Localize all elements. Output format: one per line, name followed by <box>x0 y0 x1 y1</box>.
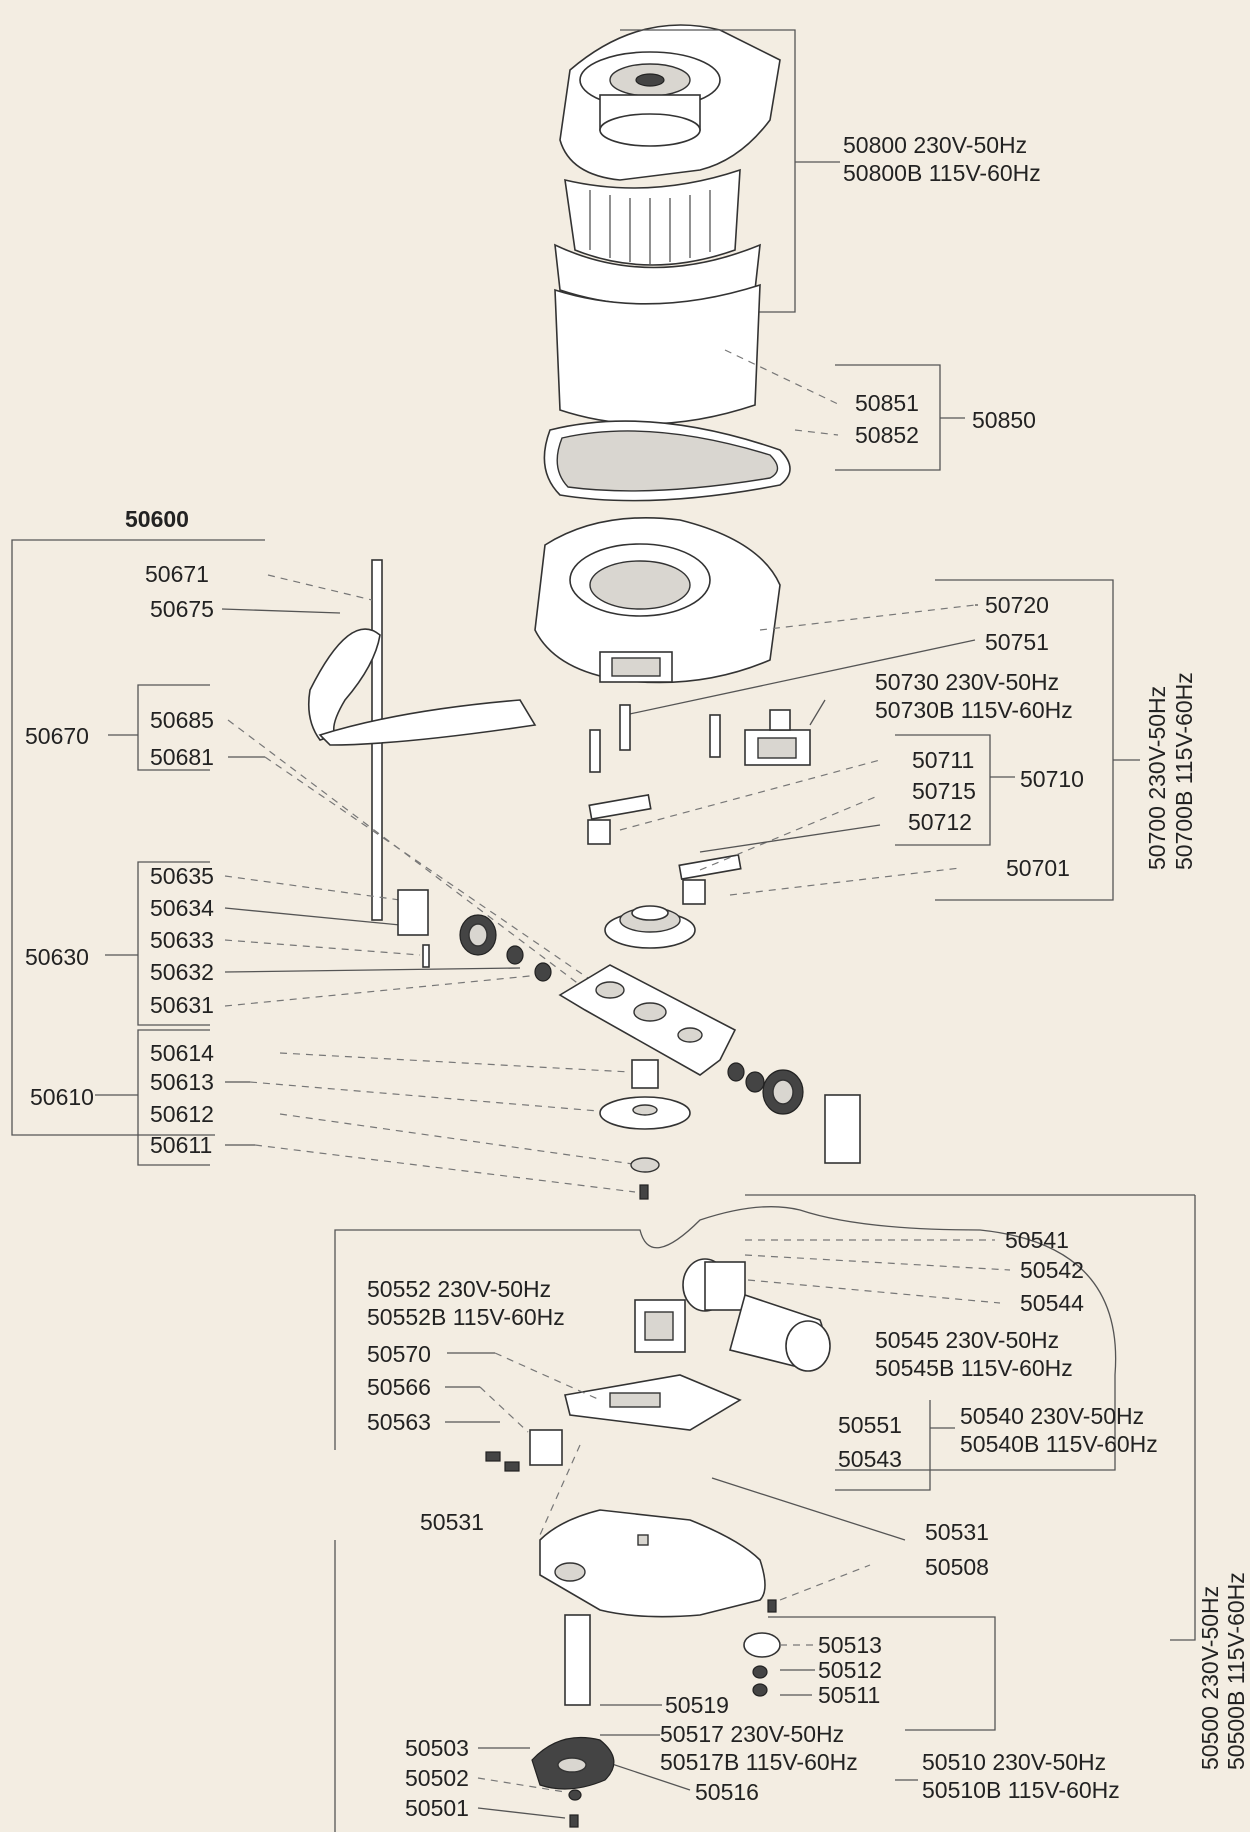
label-50611: 50611 <box>150 1132 212 1158</box>
label-50517b: 50517B 115V-60Hz <box>660 1749 858 1775</box>
label-50634: 50634 <box>150 895 214 921</box>
label-50685: 50685 <box>150 707 214 733</box>
label-50552: 50552 230V-50Hz <box>367 1276 551 1302</box>
label-50501: 50501 <box>405 1795 469 1821</box>
label-50510b: 50510B 115V-60Hz <box>922 1777 1120 1803</box>
label-50751: 50751 <box>985 629 1049 655</box>
label-50542: 50542 <box>1020 1257 1084 1283</box>
label-50531b: 50531 <box>925 1519 989 1545</box>
label-50632: 50632 <box>150 959 214 985</box>
label-50851: 50851 <box>855 390 919 416</box>
label-50700: 50700 230V-50Hz <box>1144 686 1170 870</box>
motor-assembly-icon <box>554 24 781 306</box>
label-50613: 50613 <box>150 1069 214 1095</box>
clip-bracket-icon <box>587 793 742 905</box>
label-50517: 50517 230V-50Hz <box>660 1721 844 1747</box>
motor-housing-icon <box>543 283 791 502</box>
label-50563: 50563 <box>367 1409 431 1435</box>
label-50671: 50671 <box>145 561 209 587</box>
switch-icon <box>744 709 811 766</box>
bearing-cup-icon <box>604 905 696 949</box>
label-50540: 50540 230V-50Hz <box>960 1403 1144 1429</box>
label-50850: 50850 <box>972 407 1036 433</box>
label-50541: 50541 <box>1005 1227 1069 1253</box>
label-50508: 50508 <box>925 1554 989 1580</box>
label-50510: 50510 230V-50Hz <box>922 1749 1106 1775</box>
label-50543: 50543 <box>838 1446 902 1472</box>
label-50545b: 50545B 115V-60Hz <box>875 1355 1073 1381</box>
label-50701: 50701 <box>1006 855 1070 881</box>
mounting-plate-icon <box>558 964 737 1076</box>
label-50670: 50670 <box>25 723 89 749</box>
label-50500: 50500 230V-50Hz <box>1197 1586 1223 1770</box>
label-50500b: 50500B 115V-60Hz <box>1223 1572 1249 1770</box>
label-50614: 50614 <box>150 1040 214 1066</box>
label-50715: 50715 <box>912 778 976 804</box>
label-50545: 50545 230V-50Hz <box>875 1327 1059 1353</box>
label-50502: 50502 <box>405 1765 469 1791</box>
label-50800: 50800 230V-50Hz <box>843 132 1027 158</box>
capacitor-icon <box>682 1258 831 1372</box>
control-board-icon <box>539 1509 766 1618</box>
label-50710: 50710 <box>1020 766 1084 792</box>
label-50503: 50503 <box>405 1735 469 1761</box>
label-50551: 50551 <box>838 1412 902 1438</box>
label-50612: 50612 <box>150 1101 214 1127</box>
label-50852: 50852 <box>855 422 919 448</box>
label-50516: 50516 <box>695 1779 759 1805</box>
label-50610: 50610 <box>30 1084 94 1110</box>
label-50630: 50630 <box>25 944 89 970</box>
label-50700b: 50700B 115V-60Hz <box>1171 672 1197 870</box>
bearing-icon <box>397 889 861 1164</box>
rod-and-handle-icon <box>307 559 537 921</box>
label-50540b: 50540B 115V-60Hz <box>960 1431 1158 1457</box>
upper-base-icon <box>534 517 781 684</box>
label-50730: 50730 230V-50Hz <box>875 669 1059 695</box>
label-50544: 50544 <box>1020 1290 1084 1316</box>
label-50519: 50519 <box>665 1692 729 1718</box>
fan-pulley-icon <box>564 1599 781 1706</box>
drive-gear-icon <box>599 1059 691 1200</box>
label-50800b: 50800B 115V-60Hz <box>843 160 1041 186</box>
label-50711: 50711 <box>912 747 974 773</box>
terminal-icon <box>485 1429 563 1472</box>
label-50631: 50631 <box>150 992 214 1018</box>
label-50570: 50570 <box>367 1341 431 1367</box>
label-50635: 50635 <box>150 863 214 889</box>
label-50600: 50600 <box>125 506 189 532</box>
bracket-plate-icon <box>564 1374 742 1431</box>
fan-icon <box>531 1736 615 1828</box>
label-50720: 50720 <box>985 592 1049 618</box>
label-50531a: 50531 <box>420 1509 484 1535</box>
label-50511: 50511 <box>818 1682 880 1708</box>
label-50681: 50681 <box>150 744 214 770</box>
label-50675: 50675 <box>150 596 214 622</box>
label-50552b: 50552B 115V-60Hz <box>367 1304 565 1330</box>
label-50513: 50513 <box>818 1632 882 1658</box>
label-50712: 50712 <box>908 809 972 835</box>
label-50730b: 50730B 115V-60Hz <box>875 697 1073 723</box>
label-50633: 50633 <box>150 927 214 953</box>
label-50566: 50566 <box>367 1374 431 1400</box>
relay-icon <box>634 1299 686 1353</box>
label-50512: 50512 <box>818 1657 882 1683</box>
screws-icon <box>589 704 721 773</box>
